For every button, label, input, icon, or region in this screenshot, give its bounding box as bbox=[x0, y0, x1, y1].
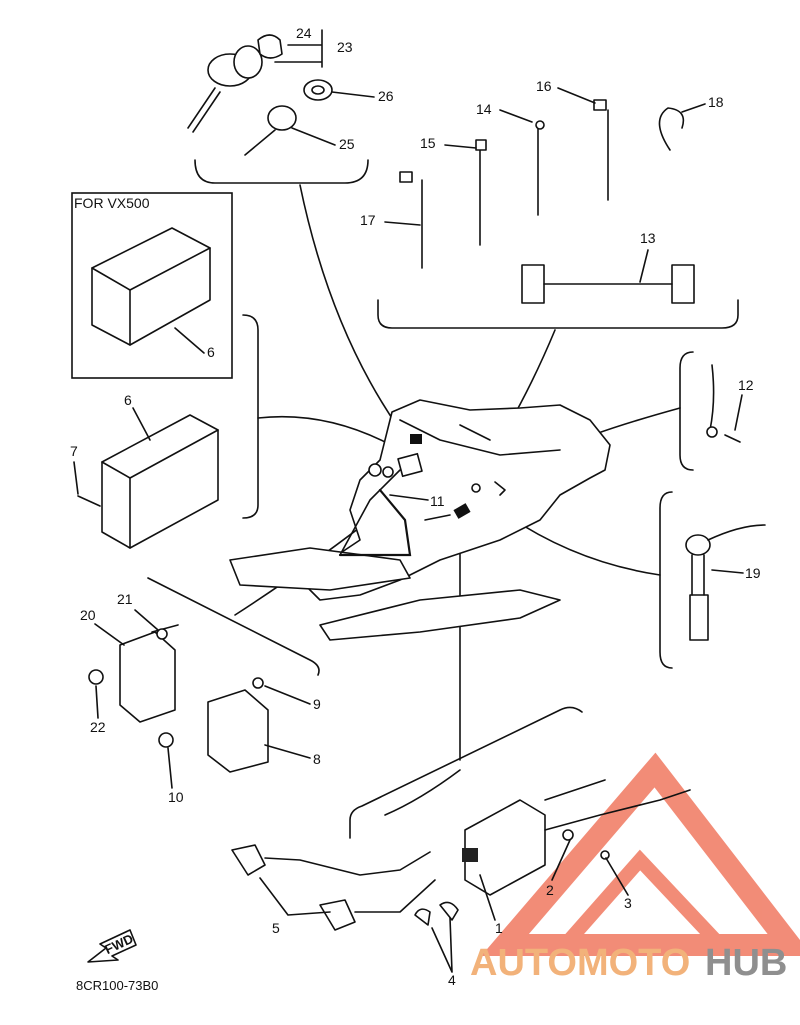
callout-20: 20 bbox=[80, 607, 96, 623]
parts-13-18 bbox=[399, 99, 695, 304]
ignition-coil-1 bbox=[462, 799, 546, 896]
clamps-4 bbox=[414, 901, 459, 926]
callout-4: 4 bbox=[448, 972, 456, 988]
main-switch-23 bbox=[187, 45, 263, 133]
callout-6-vx500: 6 bbox=[207, 344, 215, 360]
spark-plug-caps-5 bbox=[231, 844, 436, 931]
callout-18: 18 bbox=[708, 94, 724, 110]
callout-19: 19 bbox=[745, 565, 761, 581]
callout-26: 26 bbox=[378, 88, 394, 104]
sensor-19 bbox=[685, 524, 766, 641]
callout-11: 11 bbox=[430, 493, 445, 509]
bolt-21 bbox=[156, 628, 168, 640]
callout-14: 14 bbox=[476, 101, 492, 117]
diagram-code: 8CR100-73B0 bbox=[76, 978, 158, 993]
rectifier-8 bbox=[207, 689, 269, 773]
nut-10 bbox=[158, 732, 174, 748]
callout-13: 13 bbox=[640, 230, 656, 246]
snowmobile-outline bbox=[229, 399, 611, 641]
callout-12: 12 bbox=[738, 377, 754, 393]
callout-24: 24 bbox=[296, 25, 312, 41]
callout-16: 16 bbox=[536, 78, 552, 94]
callout-6: 6 bbox=[124, 392, 132, 408]
callout-21: 21 bbox=[117, 591, 133, 607]
stop-switch-25 bbox=[244, 105, 297, 156]
bolt-9 bbox=[252, 677, 264, 689]
watermark-logo bbox=[481, 752, 800, 956]
callout-2: 2 bbox=[546, 882, 554, 898]
callout-22: 22 bbox=[90, 719, 106, 735]
callout-17: 17 bbox=[360, 212, 376, 228]
cdi-unit-6-vx500 bbox=[71, 192, 233, 379]
callout-15: 15 bbox=[420, 135, 436, 151]
cdi-unit-6 bbox=[77, 414, 219, 549]
callout-25: 25 bbox=[339, 136, 355, 152]
lock-ring-26 bbox=[303, 79, 333, 101]
callout-5: 5 bbox=[272, 920, 280, 936]
nut-22 bbox=[88, 669, 104, 685]
callout-10: 10 bbox=[168, 789, 184, 805]
group-title: FOR VX500 bbox=[74, 195, 150, 211]
regulator-20 bbox=[119, 624, 179, 723]
fwd-arrow: FWD bbox=[87, 929, 137, 963]
callout-9: 9 bbox=[313, 696, 321, 712]
wire-harness-11 bbox=[368, 434, 506, 521]
callout-7: 7 bbox=[70, 443, 78, 459]
callout-leaders bbox=[73, 29, 744, 973]
ground-lead-12 bbox=[706, 364, 741, 443]
key-24 bbox=[257, 34, 283, 59]
watermark-text-auto: AUTOMOTO bbox=[470, 942, 690, 984]
callout-23: 23 bbox=[337, 39, 353, 55]
callout-8: 8 bbox=[313, 751, 321, 767]
callout-3: 3 bbox=[624, 895, 632, 911]
callout-1: 1 bbox=[495, 920, 503, 936]
watermark-text-hub: HUB bbox=[705, 942, 787, 984]
ignition-leads bbox=[544, 779, 691, 860]
